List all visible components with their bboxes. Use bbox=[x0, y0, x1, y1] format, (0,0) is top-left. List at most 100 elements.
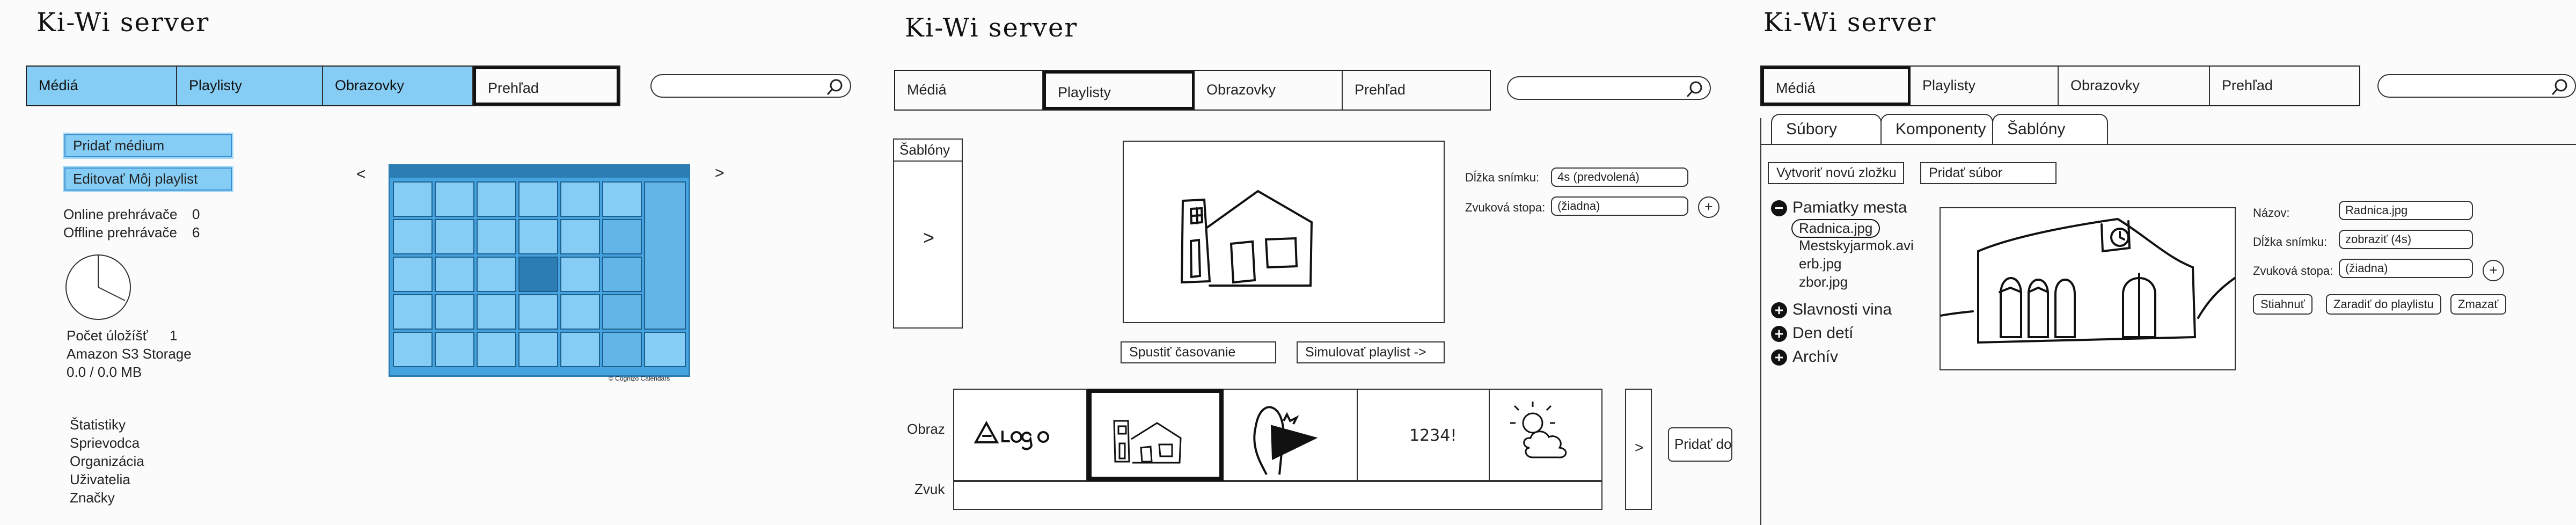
logo-sketch bbox=[974, 420, 1049, 450]
tab-playlists[interactable]: Playlisty bbox=[1043, 71, 1195, 110]
storage-count-label: Počet úložíšť bbox=[67, 327, 148, 344]
edit-playlist-button[interactable]: Editovať Môj playlist bbox=[64, 167, 232, 191]
timeline-item-house[interactable] bbox=[1087, 389, 1224, 481]
subtab-files[interactable]: Súbory bbox=[1771, 114, 1882, 145]
tab-playlists[interactable]: Playlisty bbox=[177, 67, 323, 105]
timeline-image-label: Obraz bbox=[907, 421, 945, 437]
calendar-prev-button[interactable]: < bbox=[356, 165, 366, 183]
tab-screens[interactable]: Obrazovky bbox=[1195, 71, 1343, 110]
calendar-grid bbox=[390, 166, 689, 367]
search-input[interactable] bbox=[1507, 76, 1711, 100]
search-icon[interactable] bbox=[825, 77, 845, 97]
tab-media[interactable]: Médiá bbox=[895, 71, 1043, 110]
tab-media[interactable]: Médiá bbox=[1761, 67, 1911, 105]
calendar-credit: © Cognizo Calendars bbox=[609, 375, 670, 382]
expand-folder-icon[interactable]: + bbox=[1771, 349, 1787, 366]
search-input[interactable] bbox=[2377, 74, 2576, 98]
timeline: 1234! bbox=[953, 389, 1602, 510]
town-hall-sketch bbox=[1940, 217, 2236, 344]
add-to-playlist-button[interactable]: Pridať do bbox=[1668, 427, 1732, 462]
storage-pie-chart bbox=[65, 254, 131, 320]
tab-media[interactable]: Médiá bbox=[27, 67, 177, 105]
link-guide[interactable]: Sprievodca bbox=[70, 435, 140, 451]
storage-usage: 0.0 / 0.0 MB bbox=[67, 364, 142, 380]
audio-field[interactable]: (žiadna) bbox=[1551, 196, 1688, 216]
link-tags[interactable]: Značky bbox=[70, 490, 115, 506]
timeline-item-weather[interactable] bbox=[1490, 389, 1622, 481]
add-audio-button[interactable]: + bbox=[2483, 260, 2504, 281]
storage-count: 1 bbox=[170, 327, 178, 344]
house-thumb-sketch bbox=[1113, 420, 1182, 464]
main-nav: Médiá Playlisty Obrazovky Prehľad bbox=[894, 70, 1491, 111]
tab-screens[interactable]: Obrazovky bbox=[2059, 67, 2210, 105]
tab-playlists[interactable]: Playlisty bbox=[1911, 67, 2059, 105]
folder-slavnosti[interactable]: + Slavnosti vina bbox=[1771, 301, 1892, 319]
calendar-widget bbox=[389, 164, 690, 377]
add-media-button[interactable]: Pridať médium bbox=[64, 134, 232, 157]
detail-audio-field[interactable]: (žiadna) bbox=[2339, 259, 2473, 278]
add-file-button[interactable]: Pridať súbor bbox=[1920, 162, 2057, 184]
templates-expand-button[interactable]: > bbox=[923, 227, 935, 249]
calendar-next-button[interactable]: > bbox=[715, 164, 724, 182]
timeline-scroll-next[interactable]: > bbox=[1625, 389, 1652, 510]
timeline-audio-track bbox=[953, 481, 1602, 510]
detail-length-label: Dĺžka snímku: bbox=[2253, 235, 2328, 249]
folder-archiv[interactable]: + Archív bbox=[1771, 348, 1838, 366]
file-radnica[interactable]: Radnica.jpg bbox=[1791, 219, 1880, 238]
delete-button[interactable]: Zmazať bbox=[2450, 294, 2506, 315]
expand-folder-icon[interactable]: + bbox=[1771, 326, 1787, 342]
timeline-item-video[interactable] bbox=[1224, 389, 1358, 481]
tab-overview[interactable]: Prehľad bbox=[473, 67, 619, 105]
file-zbor[interactable]: zbor.jpg bbox=[1799, 274, 1848, 290]
folder-pamiatky[interactable]: −Pamiatky mesta bbox=[1771, 199, 1907, 217]
subtab-templates[interactable]: Šablóny bbox=[1992, 114, 2108, 145]
add-audio-button[interactable]: + bbox=[1698, 196, 1719, 218]
house-sketch bbox=[1180, 189, 1313, 287]
templates-title: Šablóny bbox=[894, 140, 962, 162]
file-erb[interactable]: erb.jpg bbox=[1799, 256, 1842, 272]
offline-players-count: 6 bbox=[192, 224, 200, 240]
panel-dashboard: Ki-Wi server Médiá Playlisty Obrazovky P… bbox=[0, 0, 859, 525]
new-folder-button[interactable]: Vytvoriť novú zložku bbox=[1768, 162, 1904, 184]
subtab-underline bbox=[1760, 144, 2576, 145]
panel-divider bbox=[1760, 118, 1761, 525]
slide-preview bbox=[1123, 141, 1445, 323]
collapse-folder-icon[interactable]: − bbox=[1771, 200, 1787, 217]
folder-label: Den detí bbox=[1792, 324, 1854, 342]
link-organization[interactable]: Organizácia bbox=[70, 453, 144, 469]
link-users[interactable]: Uživatelia bbox=[70, 471, 130, 487]
app-logo: Ki-Wi server bbox=[36, 8, 210, 38]
panel-playlists: Ki-Wi server Médiá Playlisty Obrazovky P… bbox=[859, 0, 1760, 525]
folder-den-deti[interactable]: + Den detí bbox=[1771, 324, 1853, 342]
start-timing-button[interactable]: Spustiť časovanie bbox=[1121, 341, 1276, 363]
tab-overview[interactable]: Prehľad bbox=[2222, 77, 2273, 93]
download-button[interactable]: Stiahnuť bbox=[2253, 294, 2312, 315]
simulate-playlist-button[interactable]: Simulovať playlist -> bbox=[1297, 341, 1445, 363]
slide-length-field[interactable]: 4s (predvolená) bbox=[1551, 167, 1688, 187]
add-to-playlist-button[interactable]: Zaradiť do playlistu bbox=[2326, 294, 2441, 315]
main-nav: Médiá Playlisty Obrazovky Prehľad bbox=[1760, 65, 2360, 106]
timeline-item-text[interactable]: 1234! bbox=[1358, 389, 1490, 481]
search-input[interactable] bbox=[650, 74, 851, 98]
file-jarmok[interactable]: Mestskyjarmok.avi bbox=[1799, 237, 1914, 253]
timeline-arrow: > bbox=[1635, 439, 1644, 456]
detail-name-label: Názov: bbox=[2253, 206, 2290, 220]
expand-folder-icon[interactable]: + bbox=[1771, 302, 1787, 319]
main-nav: Médiá Playlisty Obrazovky Prehľad bbox=[26, 65, 620, 106]
folder-label: Archív bbox=[1792, 348, 1839, 366]
timeline-text-value: 1234! bbox=[1409, 426, 1457, 445]
timeline-item-logo[interactable] bbox=[953, 389, 1087, 481]
tab-overview[interactable]: Prehľad bbox=[1355, 82, 1406, 98]
tab-screens[interactable]: Obrazovky bbox=[323, 67, 473, 105]
templates-panel: Šablóny > bbox=[893, 138, 963, 329]
subtab-components[interactable]: Komponenty bbox=[1880, 114, 1993, 145]
detail-length-field[interactable]: zobraziť (4s) bbox=[2339, 230, 2473, 249]
search-icon[interactable] bbox=[2550, 77, 2570, 97]
search-icon[interactable] bbox=[1685, 79, 1704, 99]
file-preview bbox=[1940, 207, 2236, 370]
detail-name-field[interactable]: Radnica.jpg bbox=[2339, 201, 2473, 220]
app-logo: Ki-Wi server bbox=[1763, 8, 1937, 38]
online-players-label: Online prehrávače bbox=[63, 206, 178, 222]
link-statistics[interactable]: Štatistiky bbox=[70, 417, 126, 433]
folder-label: Slavnosti vina bbox=[1792, 301, 1892, 318]
